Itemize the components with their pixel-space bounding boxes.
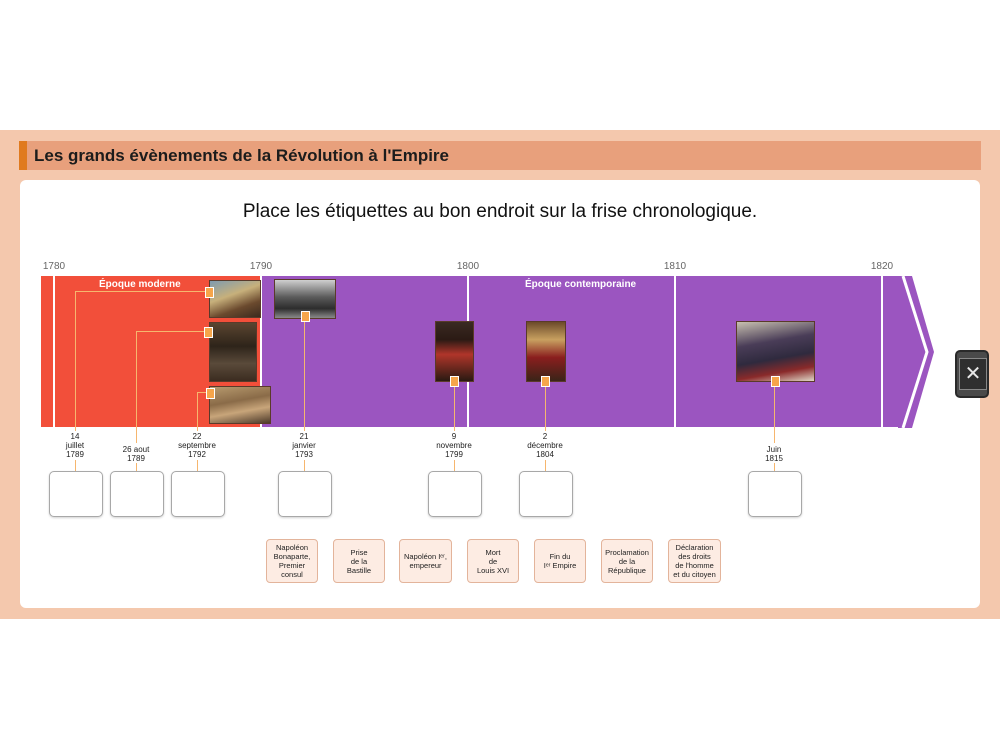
date-label: 22 septembre 1792 (178, 432, 216, 459)
timeline-marker (205, 287, 214, 298)
instruction-text: Place les étiquettes au bon endroit sur … (242, 201, 758, 222)
timeline-marker (541, 376, 550, 387)
date-label: Juin 1815 (765, 445, 783, 463)
timeline-arrow-icon (898, 275, 934, 429)
year-label-1800: 1800 (456, 261, 480, 272)
image-bastille (209, 280, 261, 318)
timeline-marker (771, 376, 780, 387)
connector-line (136, 331, 209, 332)
connector-line (545, 427, 546, 431)
tick-1780 (53, 276, 55, 427)
label-card-mort-louis-xvi[interactable]: Mort de Louis XVI (467, 539, 519, 583)
title-accent (19, 141, 27, 170)
connector-line (304, 427, 305, 431)
date-label: 14 juillet 1789 (65, 432, 85, 459)
connector-line (304, 460, 305, 471)
connector-line (454, 380, 455, 427)
year-label-1810: 1810 (663, 261, 687, 272)
connector-line (75, 427, 76, 431)
drop-zone-2[interactable] (110, 471, 164, 517)
timeline-marker (450, 376, 459, 387)
image-republic (209, 386, 271, 424)
year-label-1780: 1780 (42, 261, 66, 272)
connector-line (545, 460, 546, 471)
drop-zone-1[interactable] (49, 471, 103, 517)
label-card-prise-bastille[interactable]: Prise de la Bastille (333, 539, 385, 583)
connector-line (454, 460, 455, 471)
label-card-napoleon-empereur[interactable]: Napoléon Iᵉʳ, empereur (399, 539, 452, 583)
connector-line (197, 427, 198, 431)
date-label: 26 aout 1789 (122, 445, 150, 463)
connector-line (75, 291, 76, 427)
date-label: 9 novembre 1799 (436, 432, 472, 459)
tick-1790 (260, 276, 262, 427)
connector-line (136, 463, 137, 471)
drop-zone-5[interactable] (428, 471, 482, 517)
label-card-bonaparte-consul[interactable]: Napoléon Bonaparte, Premier consul (266, 539, 318, 583)
tick-1810 (674, 276, 676, 427)
connector-line (774, 380, 775, 427)
connector-line (75, 291, 209, 292)
label-card-fin-empire[interactable]: Fin du Iᵉʳ Empire (534, 539, 586, 583)
timeline-marker (204, 327, 213, 338)
connector-line (136, 331, 137, 427)
date-label: 21 janvier 1793 (292, 432, 316, 459)
date-label: 2 décembre 1804 (527, 432, 563, 459)
connector-line (774, 427, 775, 443)
drop-zone-6[interactable] (519, 471, 573, 517)
connector-line (197, 460, 198, 471)
image-bonaparte-consul (435, 321, 474, 382)
connector-line (304, 317, 305, 427)
close-button[interactable]: ✕ (955, 350, 989, 398)
label-card-declaration-droits[interactable]: Déclaration des droits de l'homme et du … (668, 539, 721, 583)
label-card-proclamation-republique[interactable]: Proclamation de la République (601, 539, 653, 583)
connector-line (75, 460, 76, 471)
page-title: Les grands évènements de la Révolution à… (34, 146, 450, 165)
connector-line (774, 463, 775, 471)
connector-line (545, 380, 546, 427)
connector-line (197, 392, 198, 427)
timeline-marker (301, 311, 310, 322)
close-icon: ✕ (959, 358, 987, 390)
title-bar (19, 141, 981, 170)
image-declaration (209, 322, 257, 382)
drop-zone-7[interactable] (748, 471, 802, 517)
image-end-empire (736, 321, 815, 382)
drop-zone-3[interactable] (171, 471, 225, 517)
connector-line (197, 392, 209, 393)
tick-1820 (881, 276, 883, 427)
era-contemporary-title: Époque contemporaine (525, 279, 637, 290)
era-modern-title: Époque moderne (99, 279, 181, 290)
drop-zone-4[interactable] (278, 471, 332, 517)
year-label-1790: 1790 (249, 261, 273, 272)
timeline-marker (206, 388, 215, 399)
year-label-1820: 1820 (870, 261, 894, 272)
connector-line (136, 427, 137, 443)
connector-line (454, 427, 455, 431)
image-napoleon-emperor (526, 321, 566, 382)
